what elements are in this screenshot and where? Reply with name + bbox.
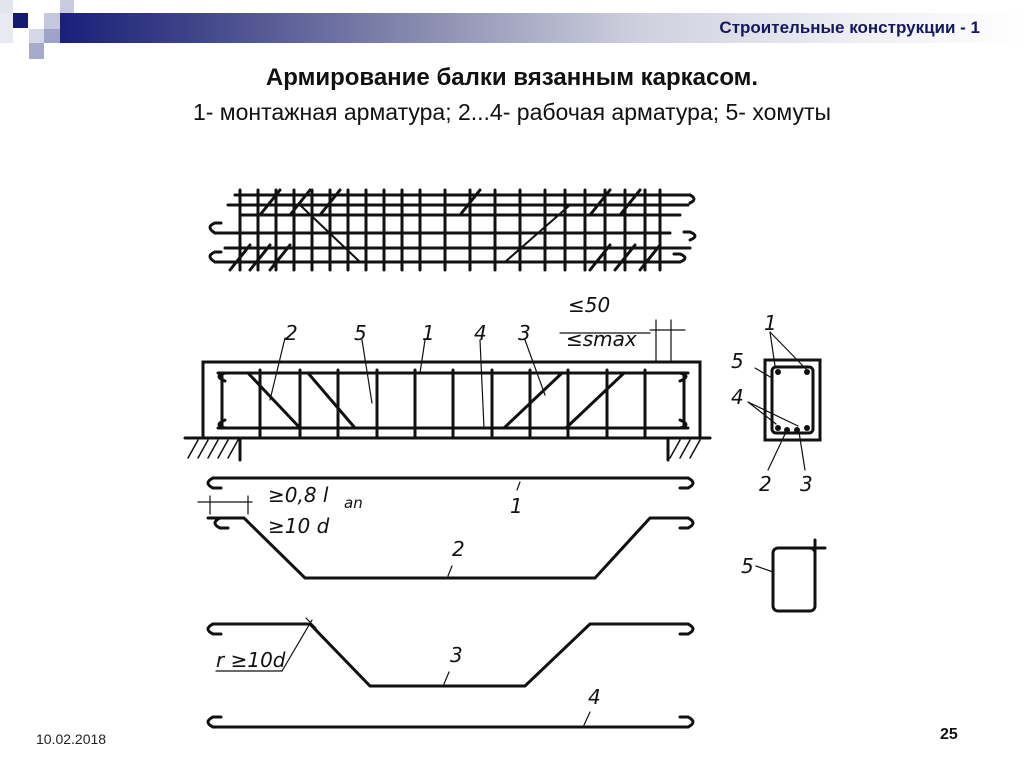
beam-cross-section xyxy=(747,331,822,471)
bar2-dimension-2: ≥10 d xyxy=(268,514,330,538)
header-bar xyxy=(60,13,1024,43)
decor-square xyxy=(13,13,28,28)
decor-square xyxy=(0,0,13,13)
dimension-top: ≤50 xyxy=(568,293,610,317)
slide-subtitle: 1- монтажная арматура; 2...4- рабочая ар… xyxy=(192,99,832,125)
bar-1 xyxy=(206,476,695,491)
label-elev-3: 3 xyxy=(518,321,531,345)
label-bar-1: 1 xyxy=(510,494,523,518)
bar-2 xyxy=(197,495,695,580)
footer-date: 10.02.2018 xyxy=(36,731,107,747)
bar2-dimension-1-sub: an xyxy=(344,494,363,512)
label-bar-2: 2 xyxy=(452,537,465,561)
decor-square xyxy=(29,29,44,43)
stirrup-5 xyxy=(755,538,827,613)
dimension-bottom: ≤smax xyxy=(566,327,637,351)
label-bar-4: 4 xyxy=(588,685,601,709)
bar2-dimension-1: ≥0,8 l xyxy=(268,483,329,507)
label-elev-4: 4 xyxy=(474,321,487,345)
label-elev-5: 5 xyxy=(354,321,367,345)
slide-title: Армирование балки вязанным каркасом. xyxy=(265,64,759,91)
course-title: Строительные конструкции - 1 xyxy=(719,18,980,37)
decor-square xyxy=(44,29,60,43)
label-elev-2: 2 xyxy=(285,321,298,345)
decor-square xyxy=(29,43,44,59)
cage-stirrups xyxy=(228,188,662,272)
label-bar-3: 3 xyxy=(450,643,463,667)
label-sec-1: 1 xyxy=(764,311,777,335)
label-stirrup-5: 5 xyxy=(741,554,754,578)
bar-4 xyxy=(206,711,695,729)
decor-square xyxy=(44,13,60,29)
label-sec-5: 5 xyxy=(731,349,744,373)
label-sec-2: 2 xyxy=(759,472,772,496)
decor-square xyxy=(0,13,13,43)
bar-3 xyxy=(206,617,695,688)
beam-elevation xyxy=(183,319,712,462)
label-sec-4: 4 xyxy=(731,385,744,409)
bar3-radius: r ≥10d xyxy=(216,648,286,672)
decor-square xyxy=(60,0,74,13)
label-sec-3: 3 xyxy=(800,472,813,496)
page-number: 25 xyxy=(940,726,958,743)
label-elev-1: 1 xyxy=(422,321,435,345)
